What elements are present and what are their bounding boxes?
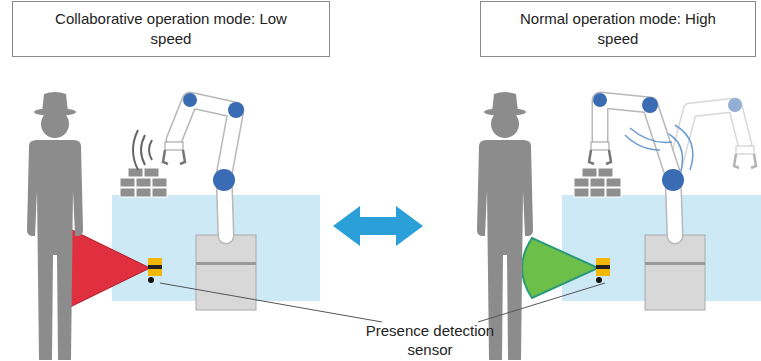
mode-box: Normal operation mode: High speed: [480, 1, 756, 57]
sensor-label: Presence detection sensor: [355, 321, 505, 359]
mode-text: Normal operation mode: High speed: [510, 9, 726, 49]
mode-text: Collaborative operation mode: Low speed: [42, 9, 300, 49]
mode-box: Collaborative operation mode: Low speed: [12, 1, 330, 57]
